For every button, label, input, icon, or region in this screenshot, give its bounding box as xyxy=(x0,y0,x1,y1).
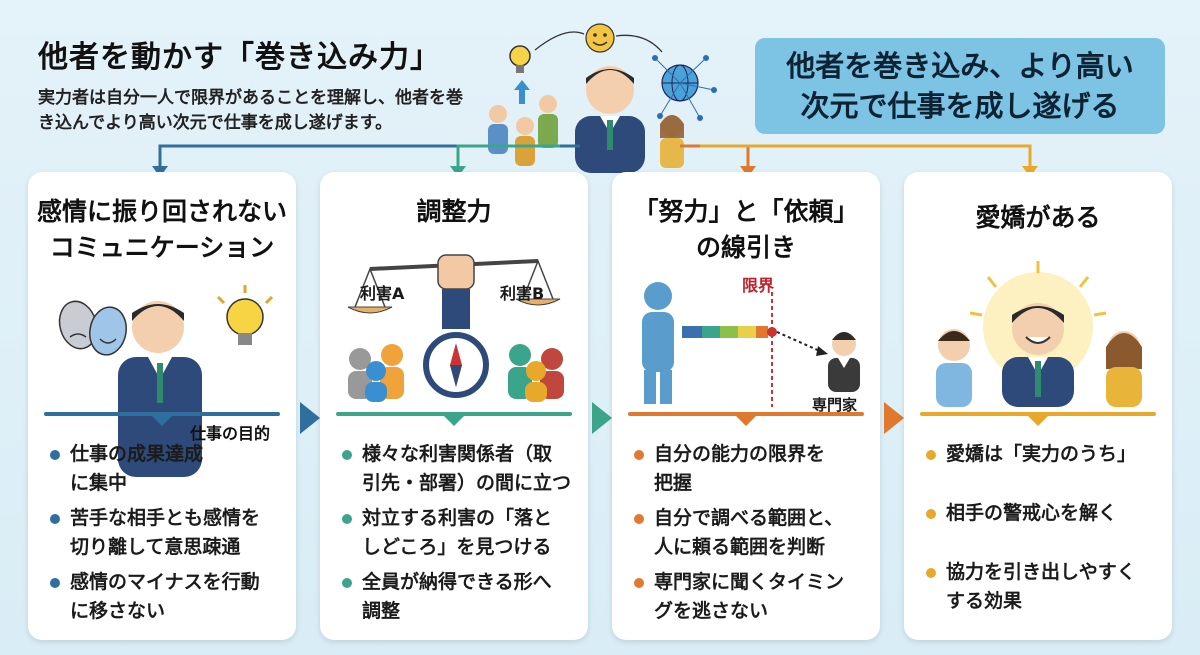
list-item: 専門家に聞くタイミングを逃さない xyxy=(634,568,866,626)
interest-b-label: 利害B xyxy=(500,284,545,303)
list-item: 仕事の成果達成に集中 xyxy=(50,440,282,498)
bullet-dot-icon xyxy=(342,514,352,524)
work-purpose-label: 仕事の目的 xyxy=(190,424,271,443)
list-item: 苦手な相手とも感情を切り離して意思疎通 xyxy=(50,504,282,562)
woman-person-icon xyxy=(660,115,684,168)
limit-label: 限界 xyxy=(742,276,775,295)
card-effort-request: 「努力」と「依頼」 の線引き 限界 専門家 自分の能力の限界を把握 xyxy=(612,172,880,640)
list-item: 全員が納得できる形へ調整 xyxy=(342,568,574,626)
list-item: 対立する利害の「落としどころ」を見つける xyxy=(342,504,574,562)
list-item: 協力を引き出しやすくする効果 xyxy=(926,558,1158,616)
list-item: 自分で調べる範囲と、人に頼る範囲を判断 xyxy=(634,504,866,562)
person-icon xyxy=(642,282,674,404)
smiling-man-icon xyxy=(1002,303,1074,407)
bullet-dot-icon xyxy=(926,509,936,519)
list-item: 感情のマイナスを行動に移さない xyxy=(50,568,282,626)
divider-arrow-icon xyxy=(734,414,758,426)
fist-icon xyxy=(437,254,475,329)
lightbulb-icon xyxy=(509,45,531,73)
tagline-line-2: 次元で仕事を成し遂げる xyxy=(800,89,1120,123)
smiley-icon xyxy=(585,23,615,53)
team-people-icon xyxy=(488,95,558,166)
divider-arrow-icon xyxy=(150,414,174,426)
expert-icon xyxy=(828,332,860,392)
bullet-list: 愛嬌は「実力のうち」 相手の警戒心を解く 協力を引き出しやすくする効果 xyxy=(926,440,1158,622)
crowd-left-icon xyxy=(348,344,404,402)
bullet-dot-icon xyxy=(50,450,60,460)
boy-icon xyxy=(936,329,972,407)
bullet-dot-icon xyxy=(926,568,936,578)
bullet-list: 仕事の成果達成に集中 苦手な相手とも感情を切り離して意思疎通 感情のマイナスを行… xyxy=(50,440,282,632)
lightbulb-icon xyxy=(216,285,274,345)
next-arrow-icon xyxy=(592,402,612,434)
card-charm: 愛嬌がある 愛嬌は「実力 xyxy=(904,172,1172,640)
page-title: 他者を動かす「巻き込み力」 xyxy=(38,40,441,75)
list-item: 相手の警戒心を解く xyxy=(926,499,1158,528)
next-arrow-icon xyxy=(884,402,904,434)
list-item: 愛嬌は「実力のうち」 xyxy=(926,440,1158,469)
network-globe-icon xyxy=(652,55,717,121)
card-title-line-1: 愛嬌がある xyxy=(975,203,1101,232)
bullet-dot-icon xyxy=(342,578,352,588)
interest-a-label: 利害A xyxy=(360,284,405,303)
card-emotion-communication: 感情に振り回されない コミュニケーション 仕事の目的 仕事の成果達成に集中 苦手 xyxy=(28,172,296,640)
card-title-line-2: コミュニケーション xyxy=(49,233,275,262)
limit-expert-illustration xyxy=(642,282,860,407)
progress-bar-icon xyxy=(682,326,777,338)
card-title: 愛嬌がある xyxy=(904,200,1172,236)
smiling-people-illustration xyxy=(936,261,1142,407)
dotted-arrow xyxy=(776,331,823,353)
up-arrow-icon xyxy=(514,80,530,104)
crowd-right-icon xyxy=(508,344,564,402)
masks-businessman-illustration xyxy=(58,285,274,477)
woman-icon xyxy=(1106,331,1142,407)
bullet-dot-icon xyxy=(634,514,644,524)
card-coordination: 調整力 利害A 利害B xyxy=(320,172,588,640)
list-item: 様々な利害関係者（取引先・部署）の間に立つ xyxy=(342,440,574,498)
card-title-line-1: 感情に振り回されない xyxy=(36,197,287,226)
bullet-dot-icon xyxy=(342,450,352,460)
bullet-list: 様々な利害関係者（取引先・部署）の間に立つ 対立する利害の「落としどころ」を見つ… xyxy=(342,440,574,632)
businessman-icon xyxy=(118,301,202,477)
theater-masks-icon xyxy=(58,300,127,356)
list-item: 自分の能力の限界を把握 xyxy=(634,440,866,498)
compass-icon xyxy=(423,332,489,398)
next-arrow-icon xyxy=(300,402,320,434)
intro-text: 実力者は自分一人で限界があることを理解し、他者を巻き込んでより高い次元で仕事を成… xyxy=(38,88,463,133)
hero-illustration xyxy=(488,23,717,173)
card-title: 感情に振り回されない コミュニケーション xyxy=(28,194,296,266)
bullet-dot-icon xyxy=(634,578,644,588)
divider-arrow-icon xyxy=(1026,414,1050,426)
card-title: 「努力」と「依頼」 の線引き xyxy=(612,194,880,266)
card-title-line-2: の線引き xyxy=(695,233,796,262)
bullet-dot-icon xyxy=(926,450,936,460)
card-title: 調整力 xyxy=(320,194,588,230)
bullet-dot-icon xyxy=(50,514,60,524)
leader-person-icon xyxy=(575,66,645,173)
tagline-box: 他者を巻き込み、より高い 次元で仕事を成し遂げる xyxy=(755,38,1165,134)
bullet-dot-icon xyxy=(634,450,644,460)
card-title-line-1: 調整力 xyxy=(416,197,492,226)
card-title-line-1: 「努力」と「依頼」 xyxy=(633,197,859,226)
expert-label: 専門家 xyxy=(812,396,858,414)
bullet-dot-icon xyxy=(50,578,60,588)
bullet-list: 自分の能力の限界を把握 自分で調べる範囲と、人に頼る範囲を判断 専門家に聞くタイ… xyxy=(634,440,866,632)
divider-arrow-icon xyxy=(442,414,466,426)
tagline-line-1: 他者を巻き込み、より高い xyxy=(786,49,1134,83)
balance-compass-illustration xyxy=(347,254,564,402)
